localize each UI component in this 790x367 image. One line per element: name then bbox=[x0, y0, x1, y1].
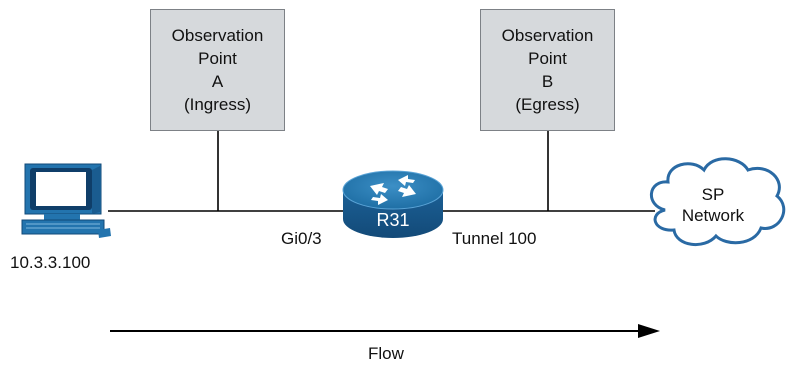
flow-label: Flow bbox=[368, 344, 404, 363]
egress-interface-label: Tunnel 100 bbox=[452, 229, 537, 248]
observation-b-line1: Observation bbox=[501, 26, 594, 45]
cloud-icon bbox=[649, 157, 786, 246]
host-ip-label: 10.3.3.100 bbox=[10, 253, 91, 272]
ingress-interface-label: Gi0/3 bbox=[281, 229, 322, 248]
cloud-label-line2: Network bbox=[681, 206, 745, 225]
observation-a-line4: (Ingress) bbox=[183, 95, 252, 114]
observation-point-b: Observation Point B (Egress) bbox=[480, 9, 615, 131]
computer-icon bbox=[21, 163, 111, 238]
observation-point-a: Observation Point A (Ingress) bbox=[150, 9, 285, 131]
flow-arrow bbox=[110, 324, 660, 338]
cloud-label-line1: SP bbox=[701, 185, 725, 204]
router-label: R31 bbox=[376, 210, 409, 230]
observation-b-line4: (Egress) bbox=[515, 95, 580, 114]
router-icon bbox=[342, 170, 444, 238]
observation-b-line2: Point bbox=[528, 49, 567, 68]
cloud-label: SP Network bbox=[658, 184, 768, 226]
observation-a-line3: A bbox=[211, 72, 224, 91]
observation-a-line2: Point bbox=[198, 49, 237, 68]
observation-b-line3: B bbox=[541, 72, 554, 91]
observation-a-line1: Observation bbox=[171, 26, 264, 45]
